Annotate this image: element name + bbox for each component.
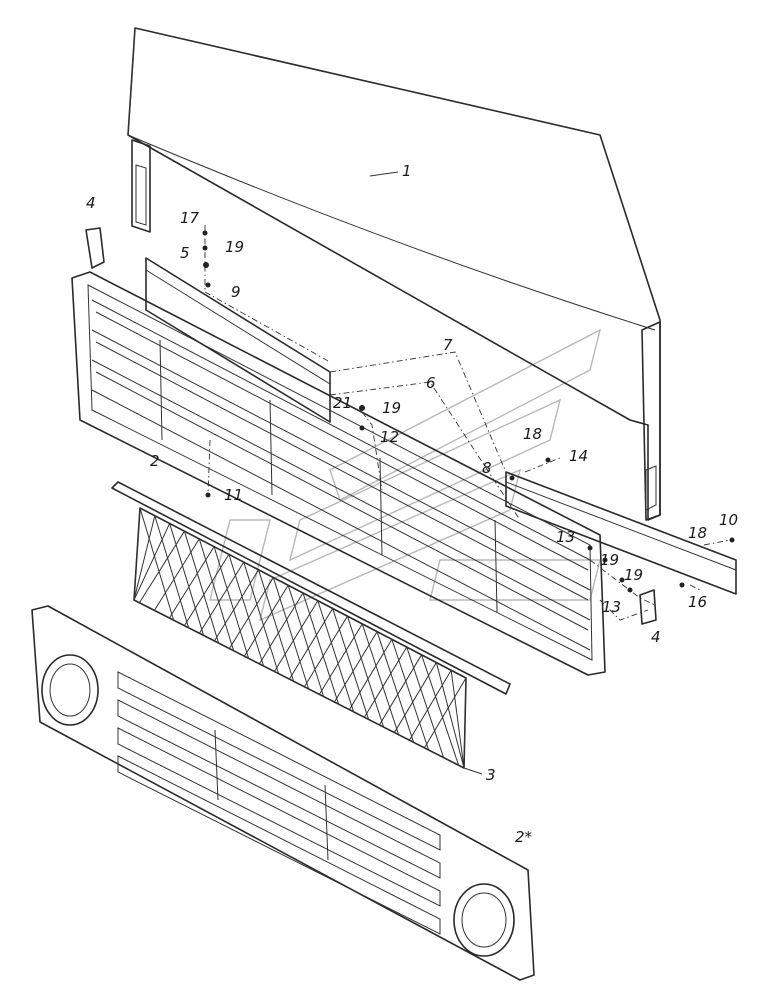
callout-4-left: 4 xyxy=(86,194,96,212)
callout-13-lower: 13 xyxy=(602,598,621,616)
mesh-strand xyxy=(435,662,465,769)
mesh-strand xyxy=(153,538,200,611)
callout-17: 17 xyxy=(180,209,200,227)
callout-9: 9 xyxy=(231,283,241,301)
watermark-logo xyxy=(209,328,602,622)
mesh-strand xyxy=(378,654,422,726)
callout-11: 11 xyxy=(224,486,243,504)
callout-18-upper: 18 xyxy=(523,425,542,443)
callout-14: 14 xyxy=(569,447,588,465)
leader-lines xyxy=(204,225,731,621)
mesh-strand xyxy=(348,639,393,710)
mesh-strand xyxy=(421,654,460,766)
cab-front-panel xyxy=(127,27,661,521)
mesh-strand xyxy=(133,523,171,601)
callout-8: 8 xyxy=(482,459,492,477)
mesh-strand xyxy=(154,515,190,628)
callout-18-lower: 18 xyxy=(688,524,707,542)
callout-13-upper: 13 xyxy=(556,528,575,546)
callout-2-star: 2* xyxy=(515,828,533,846)
mesh-strand xyxy=(228,577,274,649)
mesh-strand xyxy=(287,585,325,697)
callout-10: 10 xyxy=(719,511,738,529)
mesh-strand xyxy=(393,662,437,733)
callout-2: 2 xyxy=(150,452,160,470)
trim-strips xyxy=(145,257,737,595)
mesh-strand xyxy=(228,554,265,667)
mesh-strand xyxy=(406,646,445,758)
callout-19-right-b: 19 xyxy=(624,566,643,584)
mesh-strand xyxy=(408,670,452,741)
mesh-strand xyxy=(133,515,156,601)
lower-bumper-grille xyxy=(31,605,535,981)
mesh-strand xyxy=(463,677,467,769)
callout-1: 1 xyxy=(402,162,412,180)
fasteners xyxy=(202,230,735,593)
mesh-strand xyxy=(243,561,280,674)
side-brackets xyxy=(85,227,657,625)
mesh-strand xyxy=(303,615,348,688)
mesh-strand xyxy=(273,600,319,672)
callout-5: 5 xyxy=(180,244,190,262)
upper-grille xyxy=(71,271,606,676)
mesh-strand xyxy=(376,631,415,743)
callout-1-leader xyxy=(369,171,399,177)
mesh-strand xyxy=(391,639,430,751)
mesh-strand xyxy=(318,623,363,695)
mesh-strand xyxy=(258,569,295,682)
callout-19-mid: 19 xyxy=(382,399,401,417)
mesh-strand xyxy=(169,523,205,636)
mesh-strand xyxy=(213,569,259,642)
mesh-strand xyxy=(138,530,185,604)
callout-6: 6 xyxy=(426,374,436,392)
mesh-strand xyxy=(198,561,245,634)
mesh-strand xyxy=(346,616,385,728)
mesh-strand xyxy=(198,538,235,651)
mesh-strand xyxy=(423,677,467,749)
mesh-strand xyxy=(272,577,310,690)
mesh-strand xyxy=(243,585,289,657)
callout-16: 16 xyxy=(688,593,707,611)
callout-7: 7 xyxy=(443,336,453,354)
mesh-strand xyxy=(258,592,304,665)
callout-19-top: 19 xyxy=(225,238,244,256)
mesh-strand xyxy=(333,631,378,703)
callout-21: 21 xyxy=(333,394,352,412)
mesh-strand xyxy=(213,546,250,659)
mesh-strand xyxy=(317,600,355,712)
callout-3-leader xyxy=(463,767,483,775)
mesh-strand xyxy=(183,554,230,626)
mesh-strand xyxy=(450,670,465,769)
mesh-strand xyxy=(133,507,141,601)
mesh-strand xyxy=(361,623,400,735)
mesh-strand xyxy=(183,531,220,644)
mesh-strand xyxy=(288,608,334,680)
mesh-strand xyxy=(302,592,340,705)
callout-19-right-a: 19 xyxy=(600,551,619,569)
mesh-strand xyxy=(139,507,175,621)
mesh-strand xyxy=(168,546,215,619)
callout-12: 12 xyxy=(380,428,399,446)
callout-3: 3 xyxy=(486,766,496,784)
callout-4-right: 4 xyxy=(651,628,661,646)
mesh-strand xyxy=(363,646,408,718)
mesh-strand xyxy=(332,608,370,720)
grille-mesh xyxy=(111,481,511,769)
